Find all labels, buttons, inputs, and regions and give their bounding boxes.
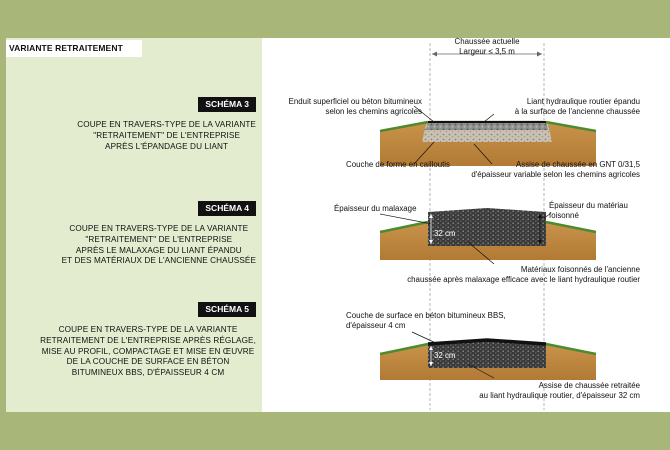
- label-line: Épaisseur du matériau: [549, 201, 628, 210]
- label-line: selon les chemins agricoles: [325, 106, 423, 116]
- label-line: d'épaisseur 4 cm: [346, 320, 406, 330]
- schema-4-description-line: ET DES MATÉRIAUX DE L'ANCIENNE CHAUSSÉE: [61, 256, 256, 266]
- label-line: Couche de surface en béton bitumineux BB…: [346, 311, 506, 320]
- schema-3-description: COUPE EN TRAVERS-TYPE DE LA VARIANTE "RE…: [77, 120, 256, 152]
- label-line: Matériaux foisonnés de l'ancienne: [520, 265, 640, 274]
- schema-3-badge: SCHÉMA 3: [198, 97, 256, 112]
- schema-5-description-line: DE LA COUCHE DE SURFACE EN BÉTON: [66, 357, 230, 367]
- schema-5-cross-section: [379, 338, 597, 380]
- page-title: VARIANTE RETRAITEMENT: [6, 40, 142, 57]
- schema-5-description-line: BITUMINEUX BBS, D'ÉPAISSEUR 4 CM: [71, 368, 225, 378]
- label-line: à la surface de l'ancienne chaussée: [514, 106, 640, 116]
- diagram-svg: [379, 43, 597, 410]
- leader-lines: [379, 105, 551, 379]
- schema-3-description-line: "RETRAITEMENT" DE L'ENTREPRISE: [93, 130, 241, 140]
- schema-3-description-line: COUPE EN TRAVERS-TYPE DE LA VARIANTE: [77, 120, 256, 129]
- schema-4-swollen-label: Épaisseur du matériau foisonné: [549, 201, 628, 220]
- schema-5-description: COUPE EN TRAVERS-TYPE DE LA VARIANTE RET…: [40, 325, 256, 379]
- schema-5-base-label: Assise de chaussée retraitée au liant hy…: [479, 381, 640, 400]
- schema-4-description: COUPE EN TRAVERS-TYPE DE LA VARIANTE "RE…: [62, 224, 256, 267]
- label-line: Épaisseur du malaxage: [334, 204, 417, 213]
- label-line: Liant hydraulique routier épandu: [526, 97, 640, 106]
- label-line: d'épaisseur variable selon les chemins a…: [471, 169, 640, 179]
- schema-4-description-line: "RETRAITEMENT" DE L'ENTREPRISE: [85, 234, 233, 244]
- schema-5-thickness-value: 32 cm: [434, 351, 456, 360]
- schema-5-badge: SCHÉMA 5: [198, 302, 256, 317]
- schema-3-surface-label: Enduit superficiel ou béton bitumineux s…: [289, 97, 422, 116]
- schema-3-description-line: APRÈS L'ÉPANDAGE DU LIANT: [105, 141, 229, 151]
- label-line: foisonné: [549, 210, 579, 220]
- schema-4-description-line: COUPE EN TRAVERS-TYPE DE LA VARIANTE: [69, 224, 249, 233]
- schema-4-mixed-material-label: Matériaux foisonnés de l'ancienne chauss…: [407, 265, 640, 284]
- label-line: Assise de chaussée en GNT 0/31,5: [516, 160, 640, 169]
- schema-4-badge: SCHÉMA 4: [198, 201, 256, 216]
- schema-5-description-line: RETRAITEMENT DE L'ENTREPRISE APRÈS RÉGLA…: [40, 335, 256, 345]
- thickness-arrows: [429, 214, 542, 366]
- schema-3-cross-section: [379, 120, 597, 166]
- label-line: Couche de forme en cailloutis: [346, 160, 450, 169]
- schema-4-thickness-value: 32 cm: [434, 229, 456, 238]
- label-line: au liant hydraulique routier, d'épaisseu…: [479, 390, 640, 400]
- schema-5-description-line: COUPE EN TRAVERS-TYPE DE LA VARIANTE: [58, 325, 238, 334]
- label-line: Enduit superficiel ou béton bitumineux: [288, 97, 422, 106]
- road-width-label-line: Largeur ≤ 3,5 m: [459, 46, 515, 56]
- schema-4-cross-section: [379, 208, 597, 260]
- schema-5-description-line: MISE AU PROFIL, COMPACTAGE ET MISE EN ŒU…: [41, 346, 255, 356]
- schema-3-base-label: Assise de chaussée en GNT 0/31,5 d'épais…: [471, 160, 640, 179]
- schema-3-binder-label: Liant hydraulique routier épandu à la su…: [515, 97, 640, 116]
- schema-3-subgrade-label: Couche de forme en cailloutis: [346, 160, 450, 170]
- road-width-label: Chaussée actuelle Largeur ≤ 3,5 m: [432, 37, 542, 56]
- road-width-label-line: Chaussée actuelle: [454, 37, 520, 46]
- cross-section-diagrams: Chaussée actuelle Largeur ≤ 3,5 m Enduit…: [262, 37, 670, 412]
- label-line: Assise de chaussée retraitée: [538, 381, 640, 390]
- schema-5-surface-label: Couche de surface en béton bitumineux BB…: [346, 311, 506, 330]
- label-line: chaussée après malaxage efficace avec le…: [407, 274, 640, 284]
- schema-4-mixing-label: Épaisseur du malaxage: [334, 204, 416, 214]
- schema-4-description-line: APRÈS LE MALAXAGE DU LIANT ÉPANDU: [75, 245, 242, 255]
